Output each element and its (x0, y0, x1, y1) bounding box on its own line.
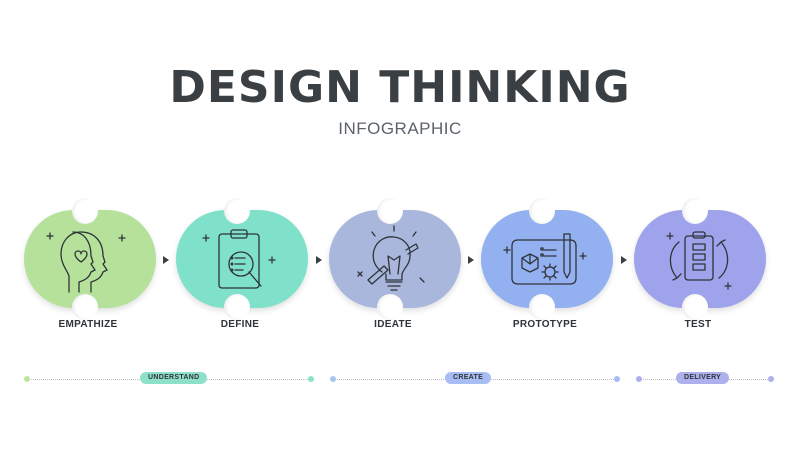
blueprint-gear-icon (503, 233, 587, 285)
phase-label: DELIVERY (676, 372, 730, 384)
step-test: TEST (628, 198, 778, 338)
arrow-icon (163, 256, 169, 264)
step-label: EMPATHIZE (58, 319, 118, 330)
blob-notch (682, 198, 708, 224)
blob-notch (72, 294, 98, 320)
head-heart-icon (46, 231, 126, 293)
step-blob (634, 210, 766, 308)
step-label: IDEATE (374, 319, 412, 330)
page-subtitle: INFOGRAPHIC (338, 119, 462, 138)
step-blob (481, 210, 613, 308)
step-empathize: EMPATHIZE (18, 198, 168, 338)
step-blob (176, 210, 308, 308)
page-title: DESIGN THINKING (169, 62, 631, 113)
step-label: DEFINE (220, 319, 260, 330)
phase-label: CREATE (445, 372, 492, 384)
blob-notch (377, 294, 403, 320)
blob-notch (377, 198, 403, 224)
clipboard-cycle-icon (666, 231, 732, 290)
arrow-icon (468, 256, 474, 264)
phase-dot-start (24, 376, 30, 382)
clipboard-search-icon (202, 229, 276, 289)
phase-dot-end (614, 376, 620, 382)
lightbulb-pencil-icon (357, 225, 425, 291)
blob-notch (224, 294, 250, 320)
phase-dot-start (330, 376, 336, 382)
blob-notch (529, 198, 555, 224)
phase-dot-end (768, 376, 774, 382)
blob-notch (72, 198, 98, 224)
step-prototype: PROTOTYPE (475, 198, 625, 338)
arrow-icon (316, 256, 322, 264)
blob-notch (224, 198, 250, 224)
blob-notch (682, 294, 708, 320)
step-label: PROTOTYPE (512, 319, 578, 330)
blob-notch (529, 294, 555, 320)
step-blob (24, 210, 156, 308)
step-define: DEFINE (170, 198, 320, 338)
phase-delivery: DELIVERY (636, 372, 774, 386)
phase-dot-end (308, 376, 314, 382)
phase-create: CREATE (330, 372, 620, 386)
phase-label: UNDERSTAND (140, 372, 208, 384)
step-label: TEST (684, 319, 712, 330)
arrow-icon (621, 256, 627, 264)
phase-dot-start (636, 376, 642, 382)
phase-understand: UNDERSTAND (24, 372, 314, 386)
step-ideate: IDEATE (323, 198, 473, 338)
